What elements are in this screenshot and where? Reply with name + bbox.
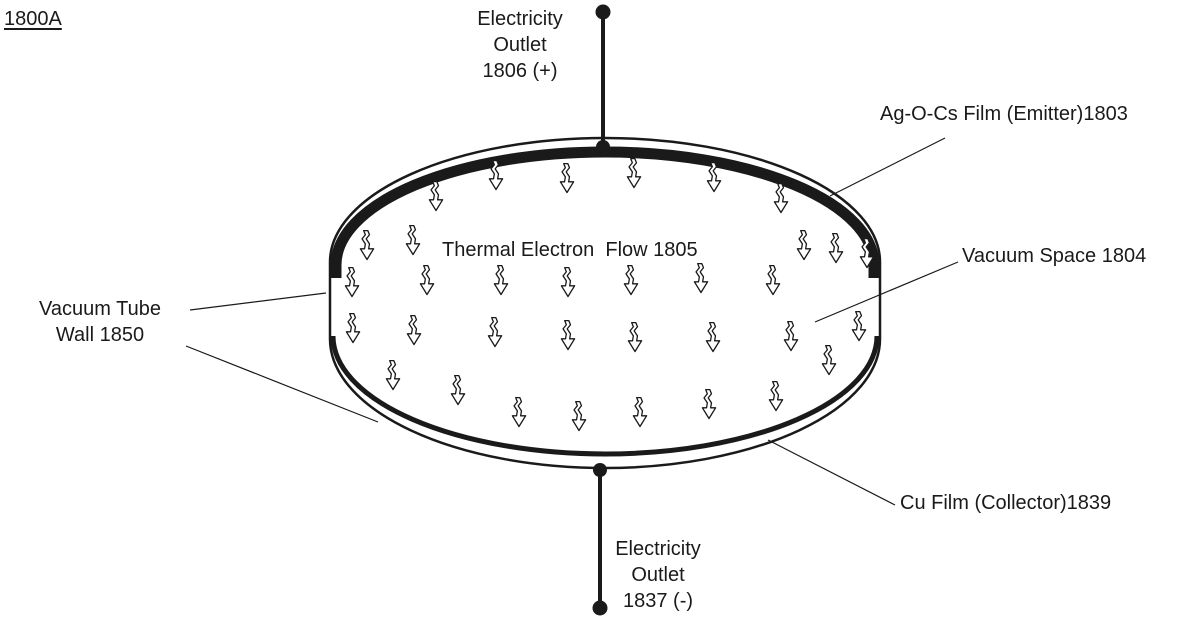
figure-id-label: 1800A	[4, 8, 62, 30]
electron-arrow-icon	[450, 374, 466, 406]
electron-arrow-icon	[359, 229, 375, 261]
collector-leader-line	[767, 439, 896, 506]
tube-outer-bottom-rim	[328, 338, 882, 470]
electron-arrow-icon	[406, 314, 422, 346]
collector-label: Cu Film (Collector)1839	[900, 492, 1112, 514]
electron-arrow-icon	[419, 264, 435, 296]
positive-outlet-label-line-3: 1806 (+)	[482, 60, 558, 82]
negative-outlet-contact-icon	[593, 463, 607, 477]
positive-outlet-terminal	[595, 4, 611, 154]
emitter-leader-line	[829, 137, 946, 197]
negative-outlet-label-line-1: Electricity	[615, 538, 701, 560]
tube-wall-leader-line-upper	[189, 292, 327, 311]
electron-arrow-icon	[560, 266, 576, 298]
leader-lines	[185, 137, 959, 506]
electron-arrow-icon	[560, 319, 576, 351]
positive-outlet-label: Electricity Outlet 1806 (+)	[440, 6, 600, 84]
emitter-label: Ag-O-Cs Film (Emitter)1803	[880, 103, 1128, 125]
collector-film	[330, 335, 880, 457]
vacuum-space-leader-line	[814, 261, 959, 323]
electron-arrow-icon	[627, 321, 643, 353]
negative-outlet-label: Electricity Outlet 1837 (-)	[578, 536, 738, 614]
electron-arrow-icon	[559, 162, 575, 194]
positive-outlet-label-line-1: Electricity	[477, 8, 563, 30]
electron-arrow-icon	[487, 316, 503, 348]
positive-outlet-contact-icon	[596, 140, 610, 154]
electron-arrow-icon	[344, 266, 360, 298]
electron-arrow-icon	[693, 262, 709, 294]
electron-arrow-icon	[405, 224, 421, 256]
positive-outlet-label-line-2: Outlet	[493, 34, 547, 56]
electron-arrow-icon	[626, 157, 642, 189]
electron-arrow-icon	[632, 396, 648, 428]
negative-outlet-label-line-2: Outlet	[631, 564, 685, 586]
electron-flow-arrows	[344, 157, 875, 432]
electron-arrow-icon	[851, 310, 867, 342]
electron-arrow-icon	[701, 388, 717, 420]
electron-arrow-icon	[493, 264, 509, 296]
positive-outlet-dot-icon	[595, 4, 611, 20]
electron-arrow-icon	[783, 320, 799, 352]
tube-wall-label-line-1: Vacuum Tube	[39, 298, 161, 320]
tube-wall-label: Vacuum Tube Wall 1850	[22, 296, 178, 348]
electron-arrow-icon	[821, 344, 837, 376]
negative-outlet-terminal	[592, 463, 608, 616]
vacuum-space-label: Vacuum Space 1804	[962, 245, 1147, 267]
electron-arrow-icon	[428, 180, 444, 212]
electron-arrow-icon	[796, 229, 812, 261]
electron-flow-label: Thermal Electron Flow 1805	[442, 239, 698, 261]
electron-arrow-icon	[571, 400, 587, 432]
tube-wall-label-line-2: Wall 1850	[55, 324, 145, 346]
electron-arrow-icon	[511, 396, 527, 428]
negative-outlet-dot-icon	[592, 600, 608, 616]
electron-arrow-icon	[773, 182, 789, 214]
electron-arrow-icon	[623, 264, 639, 296]
electron-arrow-icon	[768, 380, 784, 412]
electron-arrow-icon	[765, 264, 781, 296]
electron-arrow-icon	[385, 359, 401, 391]
electron-arrow-icon	[705, 321, 721, 353]
electron-arrow-icon	[828, 232, 844, 264]
tube-wall-leader-line-lower	[185, 345, 379, 423]
electron-arrow-icon	[345, 312, 361, 344]
negative-outlet-label-line-3: 1837 (-)	[622, 590, 694, 612]
